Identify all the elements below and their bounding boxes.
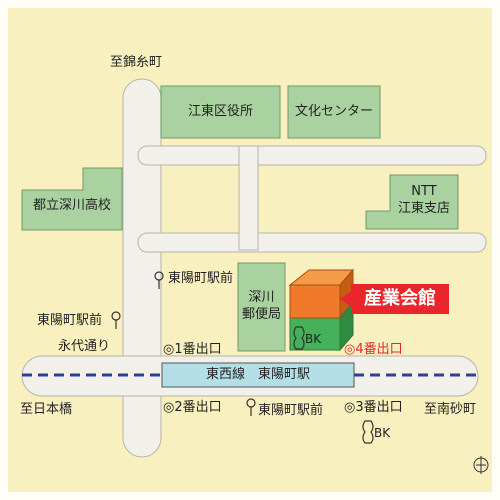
road-horizontal-middle	[137, 232, 487, 253]
callout-pointer	[340, 291, 351, 307]
ntt-label-line1: NTT	[411, 184, 437, 199]
industry-hall-building	[288, 268, 355, 352]
tozai-toyocho-station-label: 東西線 東陽町駅	[205, 367, 310, 382]
north-arrow-icon	[473, 456, 489, 474]
bus-stop-label-west: 東陽町駅前	[37, 313, 103, 328]
exit-3-label: ◎3番出口	[344, 400, 403, 415]
koto-ward-office-block	[160, 85, 281, 139]
fukagawa-high-school-label: 都立深川高校	[32, 198, 111, 213]
bank-label-south: BK	[374, 426, 391, 440]
road-vertical-center	[238, 145, 259, 251]
road-network	[21, 78, 487, 458]
fukagawa-high-school-block	[21, 167, 123, 231]
bus-stop-icon	[246, 398, 256, 416]
ntt-block	[365, 174, 459, 230]
road-horizontal-upper	[137, 145, 487, 166]
direction-to-minamisunamachi: 至南砂町	[424, 402, 477, 417]
bus-stop-label-south: 東陽町駅前	[258, 403, 324, 418]
post-office-label-line1: 深川	[248, 290, 275, 305]
bank-icon	[293, 326, 305, 350]
koto-ward-office-label: 江東区役所	[187, 104, 253, 119]
bank-label-north: BK	[305, 332, 322, 346]
road-name-eidai-dori: 永代通り	[58, 339, 111, 354]
bank-icon	[362, 420, 374, 444]
culture-center-label: 文化センター	[294, 104, 373, 119]
direction-to-nihonbashi: 至日本橋	[20, 402, 73, 417]
post-office-block	[237, 262, 286, 352]
road-vertical-west	[122, 78, 162, 458]
bus-stop-icon	[154, 271, 164, 289]
bus-stop-label-north: 東陽町駅前	[168, 271, 234, 286]
post-office-label-line2: 郵便局	[241, 307, 281, 322]
exit-1-label: ◎1番出口	[163, 342, 222, 357]
ntt-label-line2: 江東支店	[397, 201, 450, 216]
bus-stop-icon	[111, 311, 121, 329]
industry-hall-callout: 産業会館	[351, 284, 449, 314]
culture-center-block	[287, 85, 381, 139]
exit-4-label: ◎4番出口	[344, 342, 403, 357]
direction-to-kinshicho: 至錦糸町	[110, 55, 163, 70]
exit-2-label: ◎2番出口	[163, 400, 222, 415]
